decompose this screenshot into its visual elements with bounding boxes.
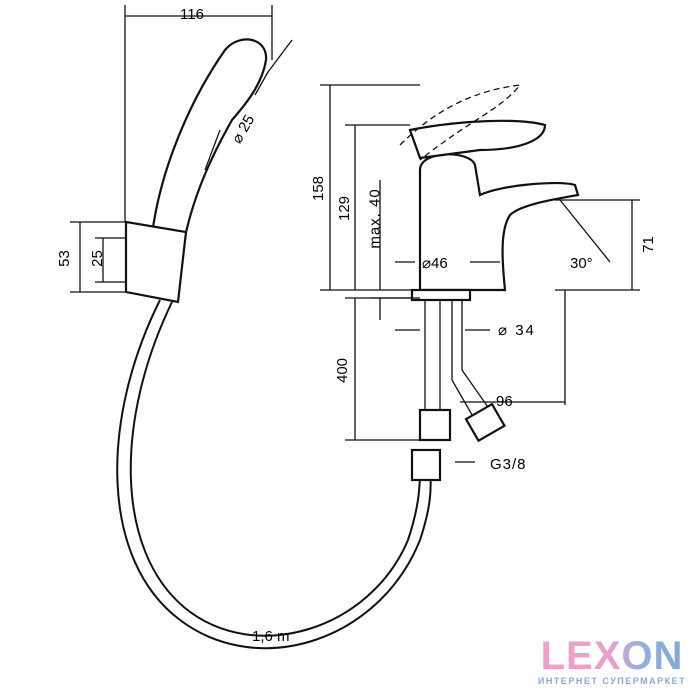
dim-base-diameter: ⌀46 <box>422 255 448 272</box>
dim-holder-inner: 25 <box>88 250 106 267</box>
hose <box>116 299 432 650</box>
dim-spout-height: 129 <box>336 195 354 222</box>
dim-projection: 96 <box>496 393 513 410</box>
hand-shower <box>124 38 268 304</box>
dim-spout-outlet-height: 71 <box>639 236 657 253</box>
dim-shank-diameter: ⌀ 34 <box>498 322 536 339</box>
dimension-lines <box>70 5 640 470</box>
mixer-tap <box>399 84 580 482</box>
dim-hose-length: 1,6 m <box>252 628 290 645</box>
logo-subtitle: ИНТЕРНЕТ СУПЕРМАРКЕТ <box>537 676 687 686</box>
dim-total-height: 158 <box>310 175 328 202</box>
dim-holder-height: 53 <box>55 250 73 267</box>
dim-thread: G3/8 <box>490 456 527 473</box>
dim-supply-length: 400 <box>334 357 352 384</box>
dim-hand-shower-width: 116 <box>180 6 204 23</box>
dim-max-deck: max. 40 <box>366 188 384 249</box>
logo-word: LEXON <box>532 636 692 676</box>
dim-angle: 30° <box>570 255 593 272</box>
lexon-logo: LEXON ИНТЕРНЕТ СУПЕРМАРКЕТ <box>532 636 692 686</box>
